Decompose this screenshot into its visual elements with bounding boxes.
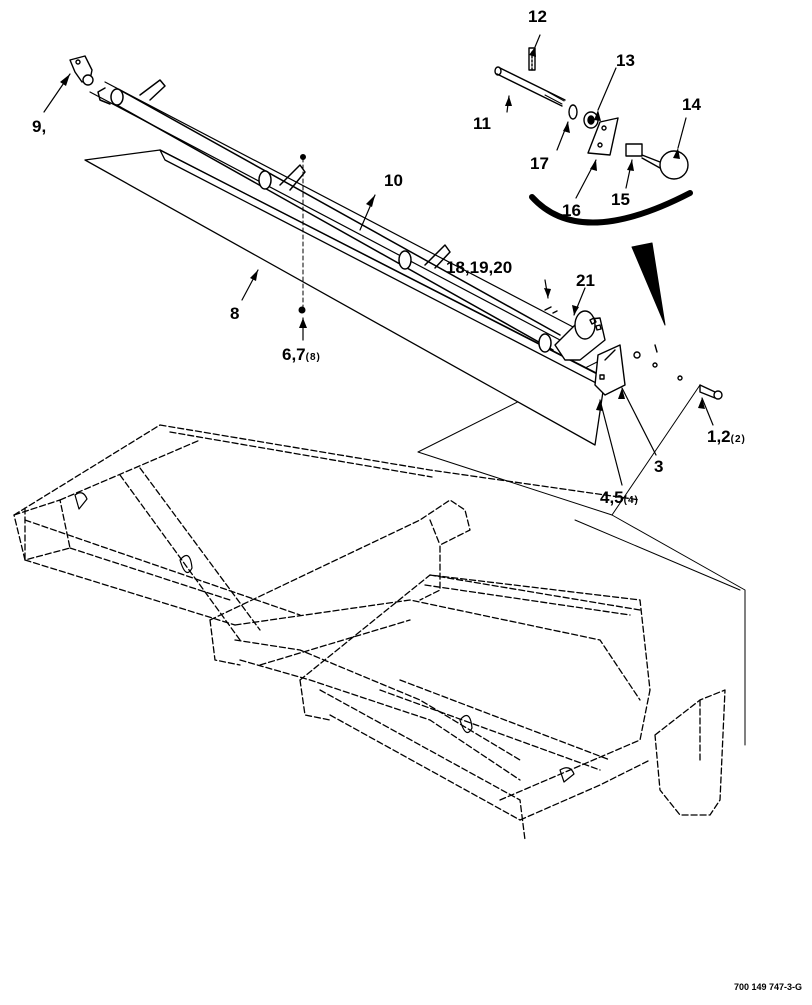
callout-4-5-parts: 4,5	[600, 488, 624, 507]
leader-arrows	[60, 47, 705, 411]
callout-21: 21	[576, 271, 595, 290]
end-bearing	[69, 55, 94, 86]
callout-9: 9,	[32, 117, 47, 136]
bolt-assembly	[298, 154, 306, 314]
callout-10: 10	[384, 171, 403, 190]
detail-inset	[494, 47, 693, 326]
drive-shaft	[89, 79, 576, 353]
callout-1-2-parts: 1,2	[707, 427, 731, 446]
callout-18-19-20: 18,19,20	[446, 258, 513, 277]
callout-1-2-qty: (2)	[730, 434, 746, 445]
drawing-number: 700 149 747-3-G	[733, 982, 802, 992]
callout-8: 8	[230, 304, 240, 323]
callout-14: 14	[682, 95, 701, 114]
callout-4-5-qty: (4)	[623, 495, 639, 506]
callout-1-2: 1,2(2)	[707, 428, 746, 445]
callout-6-7-qty: (8)	[305, 352, 321, 363]
callout-12: 12	[528, 7, 547, 26]
callout-15: 15	[611, 190, 630, 209]
callout-3: 3	[654, 457, 664, 476]
callout-6-7: 6,7(8)	[282, 346, 321, 363]
callout-17: 17	[530, 154, 549, 173]
frame-gussets	[74, 492, 575, 783]
callout-16: 16	[562, 201, 581, 220]
callout-11: 11	[473, 114, 491, 133]
callout-13: 13	[616, 51, 635, 70]
gearbox-assembly	[544, 306, 723, 400]
callout-4-5: 4,5(4)	[600, 489, 639, 506]
callout-6-7-parts: 6,7	[282, 345, 306, 364]
header-frame	[13, 424, 726, 841]
shield-panel	[84, 149, 611, 446]
